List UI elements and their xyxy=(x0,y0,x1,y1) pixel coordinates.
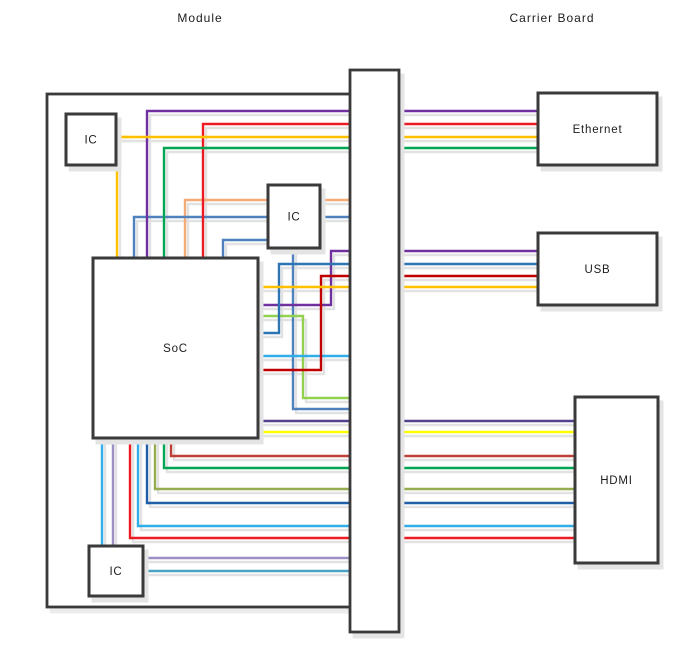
wire-ethernet-red xyxy=(201,122,538,258)
ic-mid-rect xyxy=(266,183,322,250)
usb-rect xyxy=(536,231,659,307)
ethernet-box: Ethernet xyxy=(536,91,659,167)
carrier-board-title: Carrier Board xyxy=(509,11,595,25)
ic-bottom-label: IC xyxy=(109,566,122,578)
ic-mid-box: IC xyxy=(266,183,322,250)
wire-usb-blue xyxy=(258,262,538,335)
wire-hdmi-red xyxy=(128,438,575,540)
hdmi-label: HDMI xyxy=(600,475,633,487)
hdmi-box: HDMI xyxy=(573,395,660,565)
ic-top-box: IC xyxy=(64,112,118,167)
wire-hdmi-sky xyxy=(136,438,575,528)
ic-mid-label: IC xyxy=(287,212,300,224)
wire-ethernet-violet xyxy=(145,109,538,258)
wire-hdmi-green xyxy=(162,438,575,470)
ethernet-rect xyxy=(536,91,659,167)
connector-box xyxy=(348,68,401,634)
hdmi-rect xyxy=(573,395,660,565)
soc-box: SoC xyxy=(91,256,260,440)
usb-box: USB xyxy=(536,231,659,307)
ic-bottom-rect xyxy=(87,544,145,598)
wire-usb-darkred xyxy=(258,274,538,372)
ic-top-rect xyxy=(64,112,118,167)
wire-ethernet-green xyxy=(162,146,538,258)
soc-label: SoC xyxy=(163,343,188,355)
wire-hdmi-blue xyxy=(145,438,575,505)
module-title: Module xyxy=(177,11,223,25)
ic-top-label: IC xyxy=(84,135,97,147)
wire-icmid-to-connector-blue xyxy=(291,248,352,411)
wire-usb-violet xyxy=(258,249,538,307)
usb-label: USB xyxy=(584,264,610,276)
wire-soc-to-icmid-blue xyxy=(221,238,268,258)
connector-rect xyxy=(348,68,401,634)
ic-bottom-box: IC xyxy=(87,544,145,598)
wire-hdmi-darkred xyxy=(169,438,575,458)
soc-rect xyxy=(91,256,260,440)
wire-hdmi-olive xyxy=(153,438,575,491)
ethernet-label: Ethernet xyxy=(573,124,623,136)
